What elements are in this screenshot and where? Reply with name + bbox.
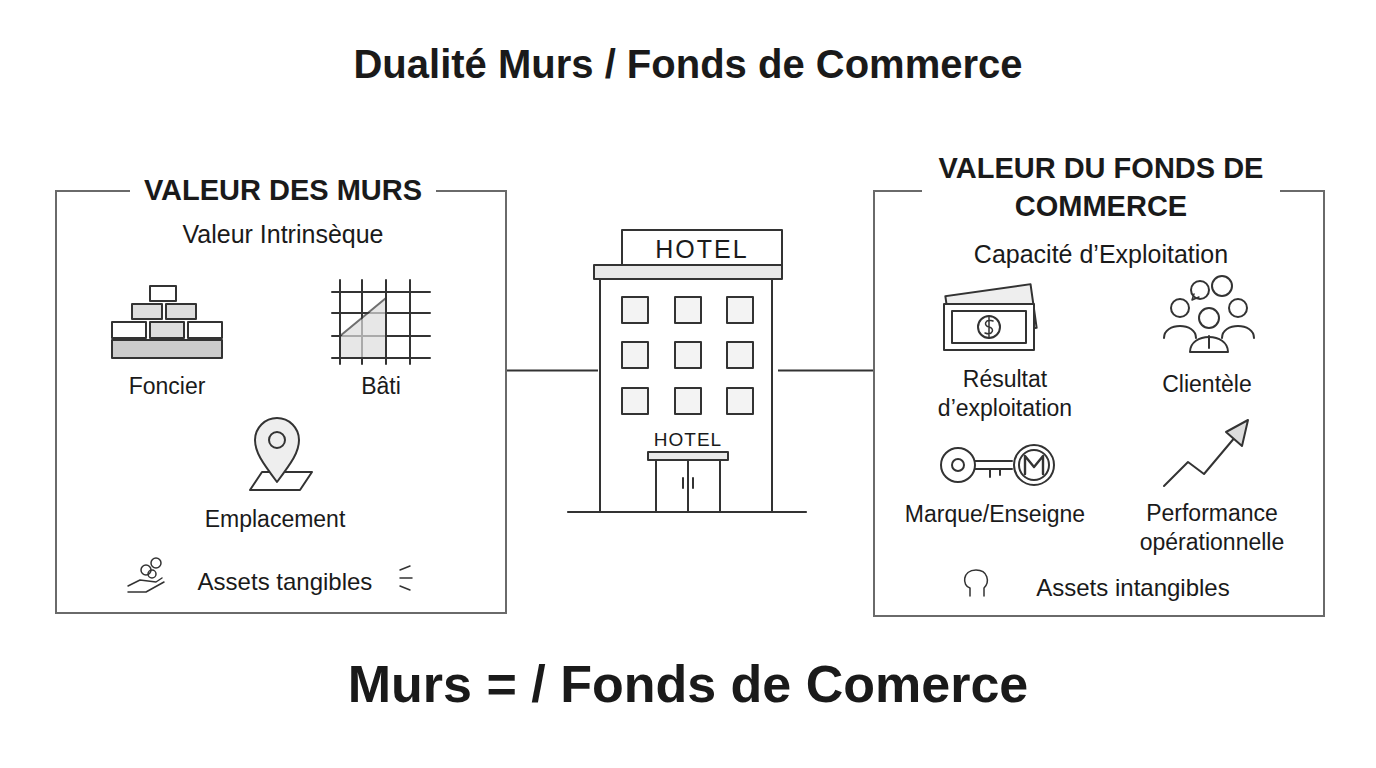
- key-brand-icon: [941, 445, 1054, 485]
- head-icon: [965, 570, 988, 596]
- diagram-caption: Murs = / Fonds de Comerce: [0, 654, 1376, 714]
- panel-footer: Assets intangibles: [1036, 572, 1229, 603]
- diagram-title: Dualité Murs / Fonds de Commerce: [0, 42, 1376, 87]
- money-icon: [944, 284, 1037, 350]
- location-pin-icon: [250, 418, 312, 490]
- sign-text: HOTEL: [655, 233, 748, 266]
- panel-footer: Assets tangibles: [198, 566, 373, 597]
- hotel-illustration: [568, 230, 806, 512]
- structure-icon: [332, 280, 430, 364]
- growth-arrow-icon: [1164, 420, 1248, 486]
- icon-label: Foncier: [129, 372, 206, 401]
- panel-subtitle: Valeur Intrinsèque: [182, 218, 383, 251]
- hotel-building: HOTEL HOTEL: [598, 228, 778, 513]
- icon-label: Marque/Enseigne: [905, 500, 1085, 529]
- connector-line: [778, 370, 873, 372]
- people-icon: [1164, 276, 1254, 352]
- connector-line: [507, 370, 598, 372]
- icon-label: Résultat d’exploitation: [920, 365, 1090, 423]
- icon-label: Clientèle: [1162, 370, 1252, 399]
- panel-heading: VALEUR DES MURS: [130, 172, 436, 210]
- bricks-icon: [112, 286, 222, 358]
- panel-heading: VALEUR DU FONDS DE COMMERCE: [922, 150, 1280, 225]
- door-sign-text: HOTEL: [654, 428, 722, 453]
- icon-label: Emplacement: [205, 505, 346, 534]
- icon-label: Performance opérationnelle: [1117, 499, 1307, 557]
- icon-label: Bâti: [361, 372, 401, 401]
- value-panel: VALEUR DES MURSValeur IntrinsèqueAssets …: [55, 190, 507, 614]
- panel-subtitle: Capacité d’Exploitation: [974, 238, 1228, 271]
